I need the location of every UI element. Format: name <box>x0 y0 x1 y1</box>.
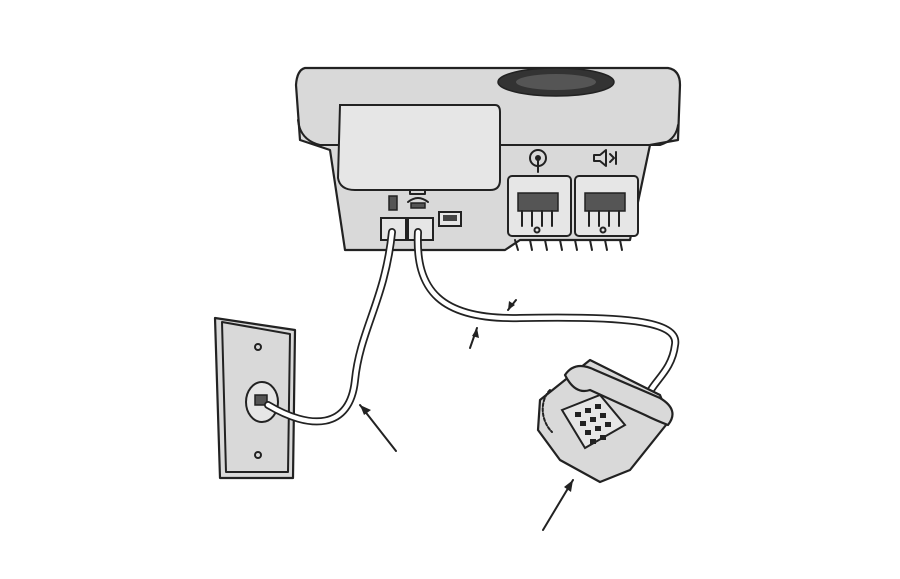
wall-jack-plate <box>213 316 297 480</box>
base-unit <box>294 66 682 252</box>
speaker-terminal <box>574 175 639 237</box>
arrow-wall-cable <box>359 404 397 452</box>
telephone-icon <box>407 197 429 209</box>
pointer-arrows <box>359 299 574 531</box>
flap <box>336 104 501 191</box>
speaker-icon <box>593 149 617 167</box>
arrow-phone-cable-1 <box>469 327 479 349</box>
arrow-phone-cable-2 <box>507 299 517 311</box>
desk-telephone <box>536 358 674 484</box>
line-jack-icon <box>388 195 398 211</box>
cables <box>264 228 680 426</box>
antenna-icon <box>529 149 547 173</box>
antenna-terminal <box>507 175 572 237</box>
arrow-telephone <box>542 479 574 531</box>
